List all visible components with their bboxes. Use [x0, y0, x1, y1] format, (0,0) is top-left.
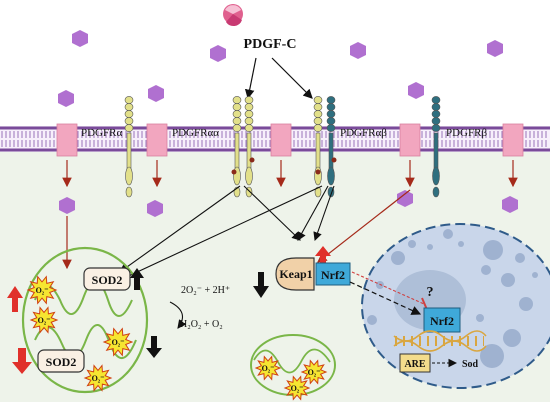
red-down-arrow-left — [12, 348, 32, 374]
ros-burst: O₂⁻ — [29, 306, 59, 334]
svg-text:O₂⁻: O₂⁻ — [36, 286, 49, 295]
ligand-hexagons — [58, 30, 518, 217]
signal-arrows — [119, 185, 335, 281]
svg-text:O₂⁻: O₂⁻ — [262, 364, 275, 373]
keap1-label: Keap1 — [279, 267, 312, 281]
question-mark: ? — [427, 285, 434, 300]
sod2-down-box: SOD2 — [37, 349, 85, 373]
ros-burst: O₂⁻ — [283, 375, 311, 401]
nuclear-vesicles — [367, 229, 538, 368]
ligand-label: PDGF-C — [244, 37, 297, 52]
svg-text:ARE: ARE — [404, 359, 425, 370]
nrf2-nuclear-box: Nrf2 — [423, 307, 461, 333]
ros-burst: O₂⁻ — [300, 359, 328, 385]
svg-text:O₂⁻: O₂⁻ — [308, 368, 321, 377]
svg-text:SOD2: SOD2 — [92, 273, 123, 287]
receptor-label-1: PDGFRα — [81, 127, 122, 139]
nucleus — [361, 223, 550, 389]
svg-text:O₂⁻: O₂⁻ — [291, 384, 304, 393]
black-down-arrow-keap1 — [253, 272, 269, 298]
receptor-pdgfr-alpha-beta-beta — [326, 96, 336, 198]
channel-arrows — [62, 160, 518, 270]
receptor-pdgfr-alpha-beta-alpha — [313, 96, 323, 198]
inhibition-line — [351, 271, 425, 305]
red-up-arrow-nrf2 — [315, 246, 331, 268]
receptor-pdgfr-alpha — [124, 96, 134, 198]
sod2-up-box: SOD2 — [83, 267, 131, 291]
ros-burst: O₂⁻ — [83, 364, 113, 392]
black-down-arrow — [146, 336, 162, 358]
ros-bursts: O₂⁻ O₂⁻ O₂⁻ O₂⁻ O₂⁻ O₂⁻ O₂⁻ — [26, 275, 328, 401]
membrane-channels — [56, 123, 524, 157]
black-up-arrow — [130, 268, 144, 290]
reaction-right: H₂O₂ + O₂ — [180, 319, 223, 330]
svg-text:O₂⁻: O₂⁻ — [38, 316, 51, 325]
receptor-label-2: PDGFRαα — [172, 127, 219, 139]
svg-text:Nrf2: Nrf2 — [430, 314, 454, 328]
reaction-left: 2O₂⁻ + 2H⁺ — [181, 285, 230, 296]
dna-strand — [393, 330, 487, 352]
phosphorylation-dots — [231, 157, 337, 175]
trend-arrows — [7, 246, 331, 374]
ros-burst: O₂⁻ — [102, 327, 134, 357]
mitochondrion — [21, 246, 149, 394]
are-box: ARE — [399, 353, 431, 373]
receptor-pdgfr-beta — [431, 96, 441, 198]
keap1-nrf2-complex: Keap1 Nrf2 — [275, 257, 351, 291]
ros-burst: O₂⁻ — [26, 275, 58, 305]
ligand-pdgf-c — [223, 4, 243, 27]
nrf2-label: Nrf2 — [321, 268, 345, 282]
svg-text:SOD2: SOD2 — [46, 355, 77, 369]
receptor-pdgfr-alpha-alpha-2 — [244, 96, 254, 198]
receptors — [124, 96, 441, 198]
ros-burst: O₂⁻ — [254, 355, 282, 381]
svg-text:O₂⁻: O₂⁻ — [92, 374, 105, 383]
red-up-arrow-left — [7, 286, 23, 312]
receptor-label-3: PDGFRαβ — [340, 127, 387, 139]
sod-label: Sod — [462, 359, 479, 370]
receptor-label-4: PDGFRβ — [446, 127, 487, 139]
svg-text:O₂⁻: O₂⁻ — [112, 338, 125, 347]
translocation-arrow — [349, 281, 422, 315]
